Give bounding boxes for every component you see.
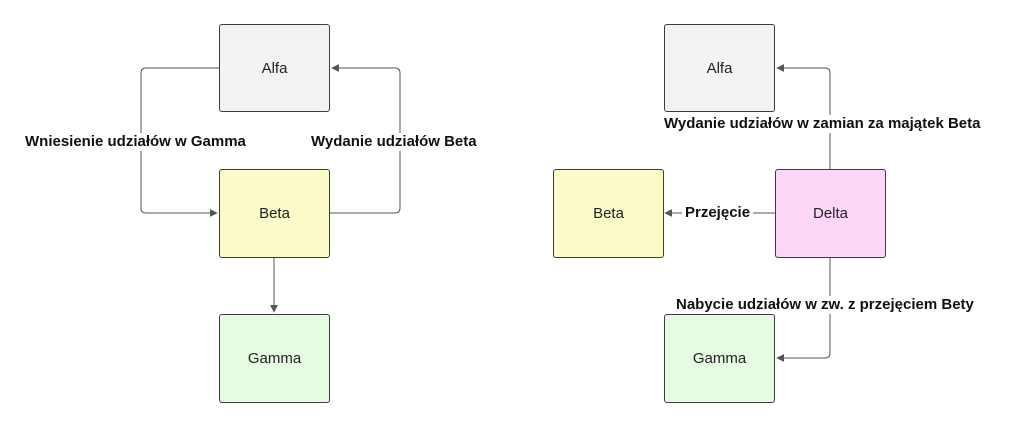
left-edge-label-alfa-to-beta: Wniesienie udziałów w Gamma: [22, 133, 249, 151]
left-edge-label-beta-to-alfa: Wydanie udziałów Beta: [308, 133, 480, 151]
right-edge-label-delta-to-beta: Przejęcie: [682, 204, 754, 222]
left-node-beta: Beta: [219, 169, 330, 258]
right-edge-label-delta-to-alfa: Wydanie udziałów w zamian za majątek Bet…: [661, 115, 984, 133]
left-node-gamma: Gamma: [219, 314, 330, 403]
edge-right-delta-to-alfa: [776, 64, 831, 170]
right-node-alfa: Alfa: [664, 24, 775, 112]
right-node-gamma: Gamma: [664, 314, 775, 403]
edge-right-delta-to-gamma: [776, 258, 831, 362]
right-node-delta: Delta: [775, 169, 886, 258]
right-edge-label-delta-to-gamma: Nabycie udziałów w zw. z przejęciem Bety: [673, 296, 977, 314]
left-node-alfa: Alfa: [219, 24, 330, 112]
right-node-beta: Beta: [553, 169, 664, 258]
